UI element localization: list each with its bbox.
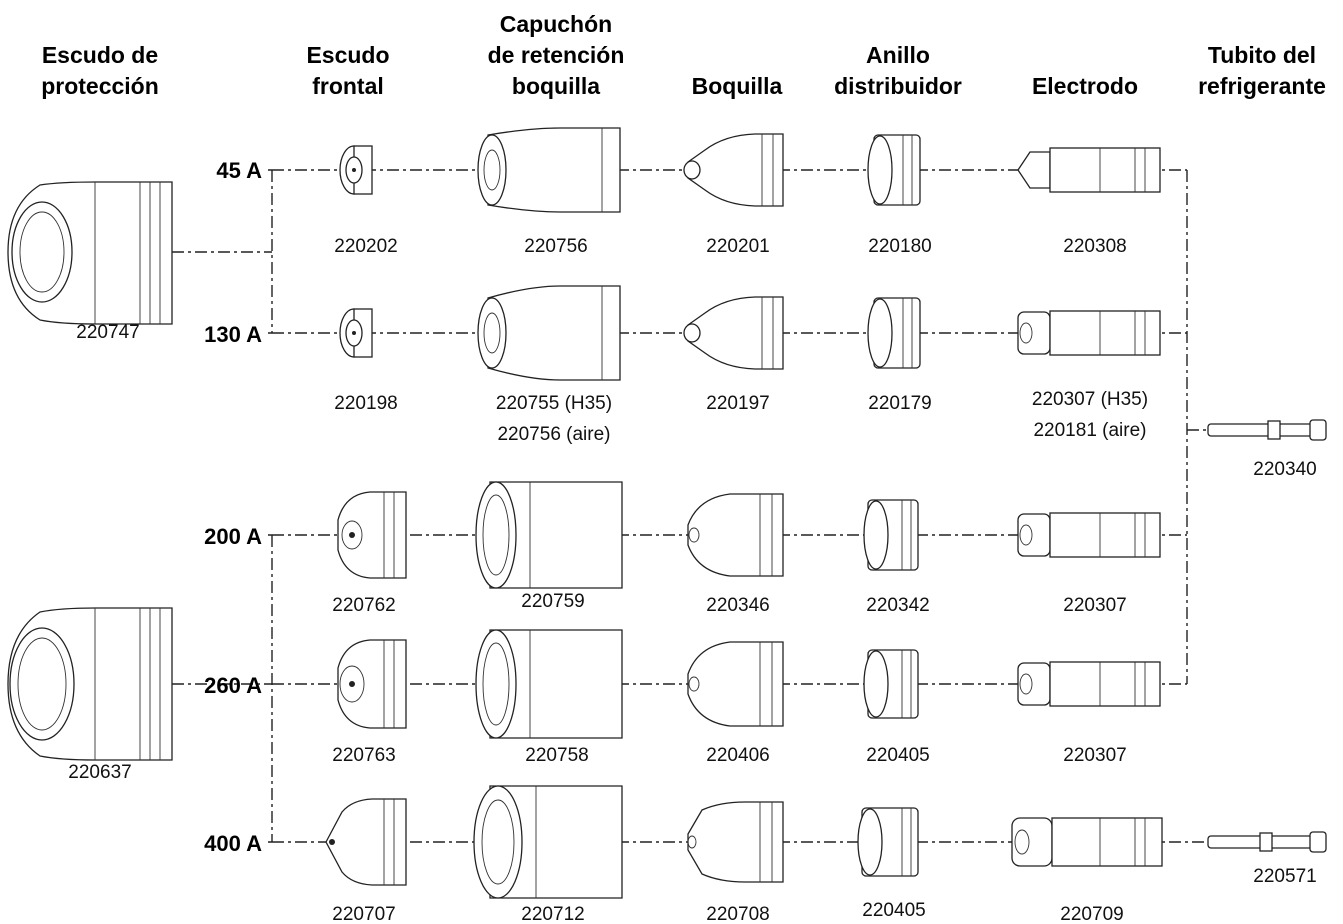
front-shield-220707-drawing (325, 798, 407, 886)
header-swirl-ring-line1: Anillo (866, 42, 930, 68)
amperage-label-200: 200 A (204, 524, 262, 549)
shield-lower-drawing (7, 607, 173, 761)
shield-upper-drawing (7, 181, 173, 325)
amperage-label-130: 130 A (204, 322, 262, 347)
electrode-220307-drawing-260 (1017, 661, 1161, 707)
retaining-cap-220712-drawing (473, 785, 623, 899)
header-swirl-ring-line2: distribuidor (834, 73, 962, 99)
part-number-front-shield-45: 220202 (334, 236, 397, 257)
part-number-electrode-45: 220308 (1063, 236, 1126, 257)
header-shield-line1: Escudo de (42, 42, 158, 68)
part-number-retaining-cap-200: 220759 (521, 591, 584, 612)
header-front-shield-line1: Escudo (306, 42, 389, 68)
coolant-tube-220340-drawing (1207, 419, 1327, 441)
header-electrode: Electrodo (1032, 73, 1138, 99)
bracket-coolant (1186, 170, 1208, 684)
part-number-electrode-130-h35: 220307 (H35) (1032, 389, 1148, 410)
amperage-label-260: 260 A (204, 673, 262, 698)
part-number-nozzle-260: 220406 (706, 745, 769, 766)
part-number-swirl-ring-260: 220405 (866, 745, 929, 766)
part-number-shield-lower: 220637 (68, 762, 131, 783)
part-number-front-shield-400: 220707 (332, 904, 395, 924)
amperage-labels: 45 A 130 A 200 A 260 A 400 A (204, 158, 262, 856)
electrode-220307-drawing-200 (1017, 512, 1161, 558)
front-shield-220202-drawing (339, 145, 373, 195)
part-number-nozzle-130: 220197 (706, 393, 769, 414)
header-retaining-cap-line1: Capuchón (500, 11, 612, 37)
part-number-front-shield-200: 220762 (332, 595, 395, 616)
header-nozzle: Boquilla (692, 73, 783, 99)
part-number-swirl-ring-45: 220180 (868, 236, 931, 257)
swirl-ring-220179-drawing (867, 297, 921, 369)
nozzle-220201-drawing (683, 133, 784, 207)
part-number-retaining-cap-130-air: 220756 (aire) (497, 424, 610, 445)
part-number-electrode-400: 220709 (1060, 904, 1123, 924)
part-number-retaining-cap-45: 220756 (524, 236, 587, 257)
swirl-ring-220342-drawing (863, 499, 919, 571)
part-number-retaining-cap-260: 220758 (525, 745, 588, 766)
swirl-ring-220180-drawing (867, 134, 921, 206)
bracket-lower (172, 534, 273, 843)
part-number-swirl-ring-400: 220405 (862, 900, 925, 921)
retaining-cap-220759-drawing (475, 481, 623, 589)
bracket-upper (172, 169, 273, 334)
part-number-electrode-130-air: 220181 (aire) (1033, 420, 1146, 441)
column-headers: Escudo de protección Escudo frontal Capu… (41, 11, 1326, 99)
front-shield-220763-drawing (337, 639, 407, 729)
swirl-ring-220405-drawing-260 (863, 649, 919, 719)
part-number-retaining-cap-130-h35: 220755 (H35) (496, 393, 612, 414)
front-shield-220762-drawing (337, 491, 407, 579)
swirl-ring-220405-drawing-400 (857, 807, 919, 877)
retaining-cap-220756-drawing (477, 127, 621, 213)
part-number-coolant-tube-high-amp: 220571 (1253, 866, 1316, 887)
nozzle-220708-drawing (687, 801, 784, 883)
connection-lines (172, 169, 1208, 843)
retaining-cap-220758-drawing (475, 629, 623, 739)
part-number-nozzle-45: 220201 (706, 236, 769, 257)
amperage-label-400: 400 A (204, 831, 262, 856)
nozzle-220346-drawing (687, 493, 784, 577)
electrode-220709-drawing (1011, 817, 1163, 867)
header-coolant-tube-line1: Tubito del (1208, 42, 1316, 68)
part-number-electrode-260: 220307 (1063, 745, 1126, 766)
part-number-retaining-cap-400: 220712 (521, 904, 584, 924)
part-number-shield-upper: 220747 (76, 322, 139, 343)
part-number-swirl-ring-200: 220342 (866, 595, 929, 616)
header-retaining-cap-line3: boquilla (512, 73, 600, 99)
nozzle-220406-drawing (687, 641, 784, 727)
part-number-nozzle-200: 220346 (706, 595, 769, 616)
header-retaining-cap-line2: de retención (488, 42, 625, 68)
electrode-220308-drawing (1017, 147, 1161, 193)
header-front-shield-line2: frontal (312, 73, 384, 99)
part-number-front-shield-260: 220763 (332, 745, 395, 766)
front-shield-220198-drawing (339, 308, 373, 358)
part-number-nozzle-400: 220708 (706, 904, 769, 924)
part-number-coolant-tube-main: 220340 (1253, 459, 1316, 480)
nozzle-220197-drawing (683, 296, 784, 370)
part-number-swirl-ring-130: 220179 (868, 393, 931, 414)
header-shield-line2: protección (41, 73, 159, 99)
part-number-electrode-200: 220307 (1063, 595, 1126, 616)
coolant-tube-220571-drawing (1207, 831, 1327, 853)
retaining-cap-220755-drawing (477, 285, 621, 381)
amperage-label-45: 45 A (216, 158, 262, 183)
electrode-220307-drawing-130 (1017, 310, 1161, 356)
part-number-front-shield-130: 220198 (334, 393, 397, 414)
header-coolant-tube-line2: refrigerante (1198, 73, 1326, 99)
